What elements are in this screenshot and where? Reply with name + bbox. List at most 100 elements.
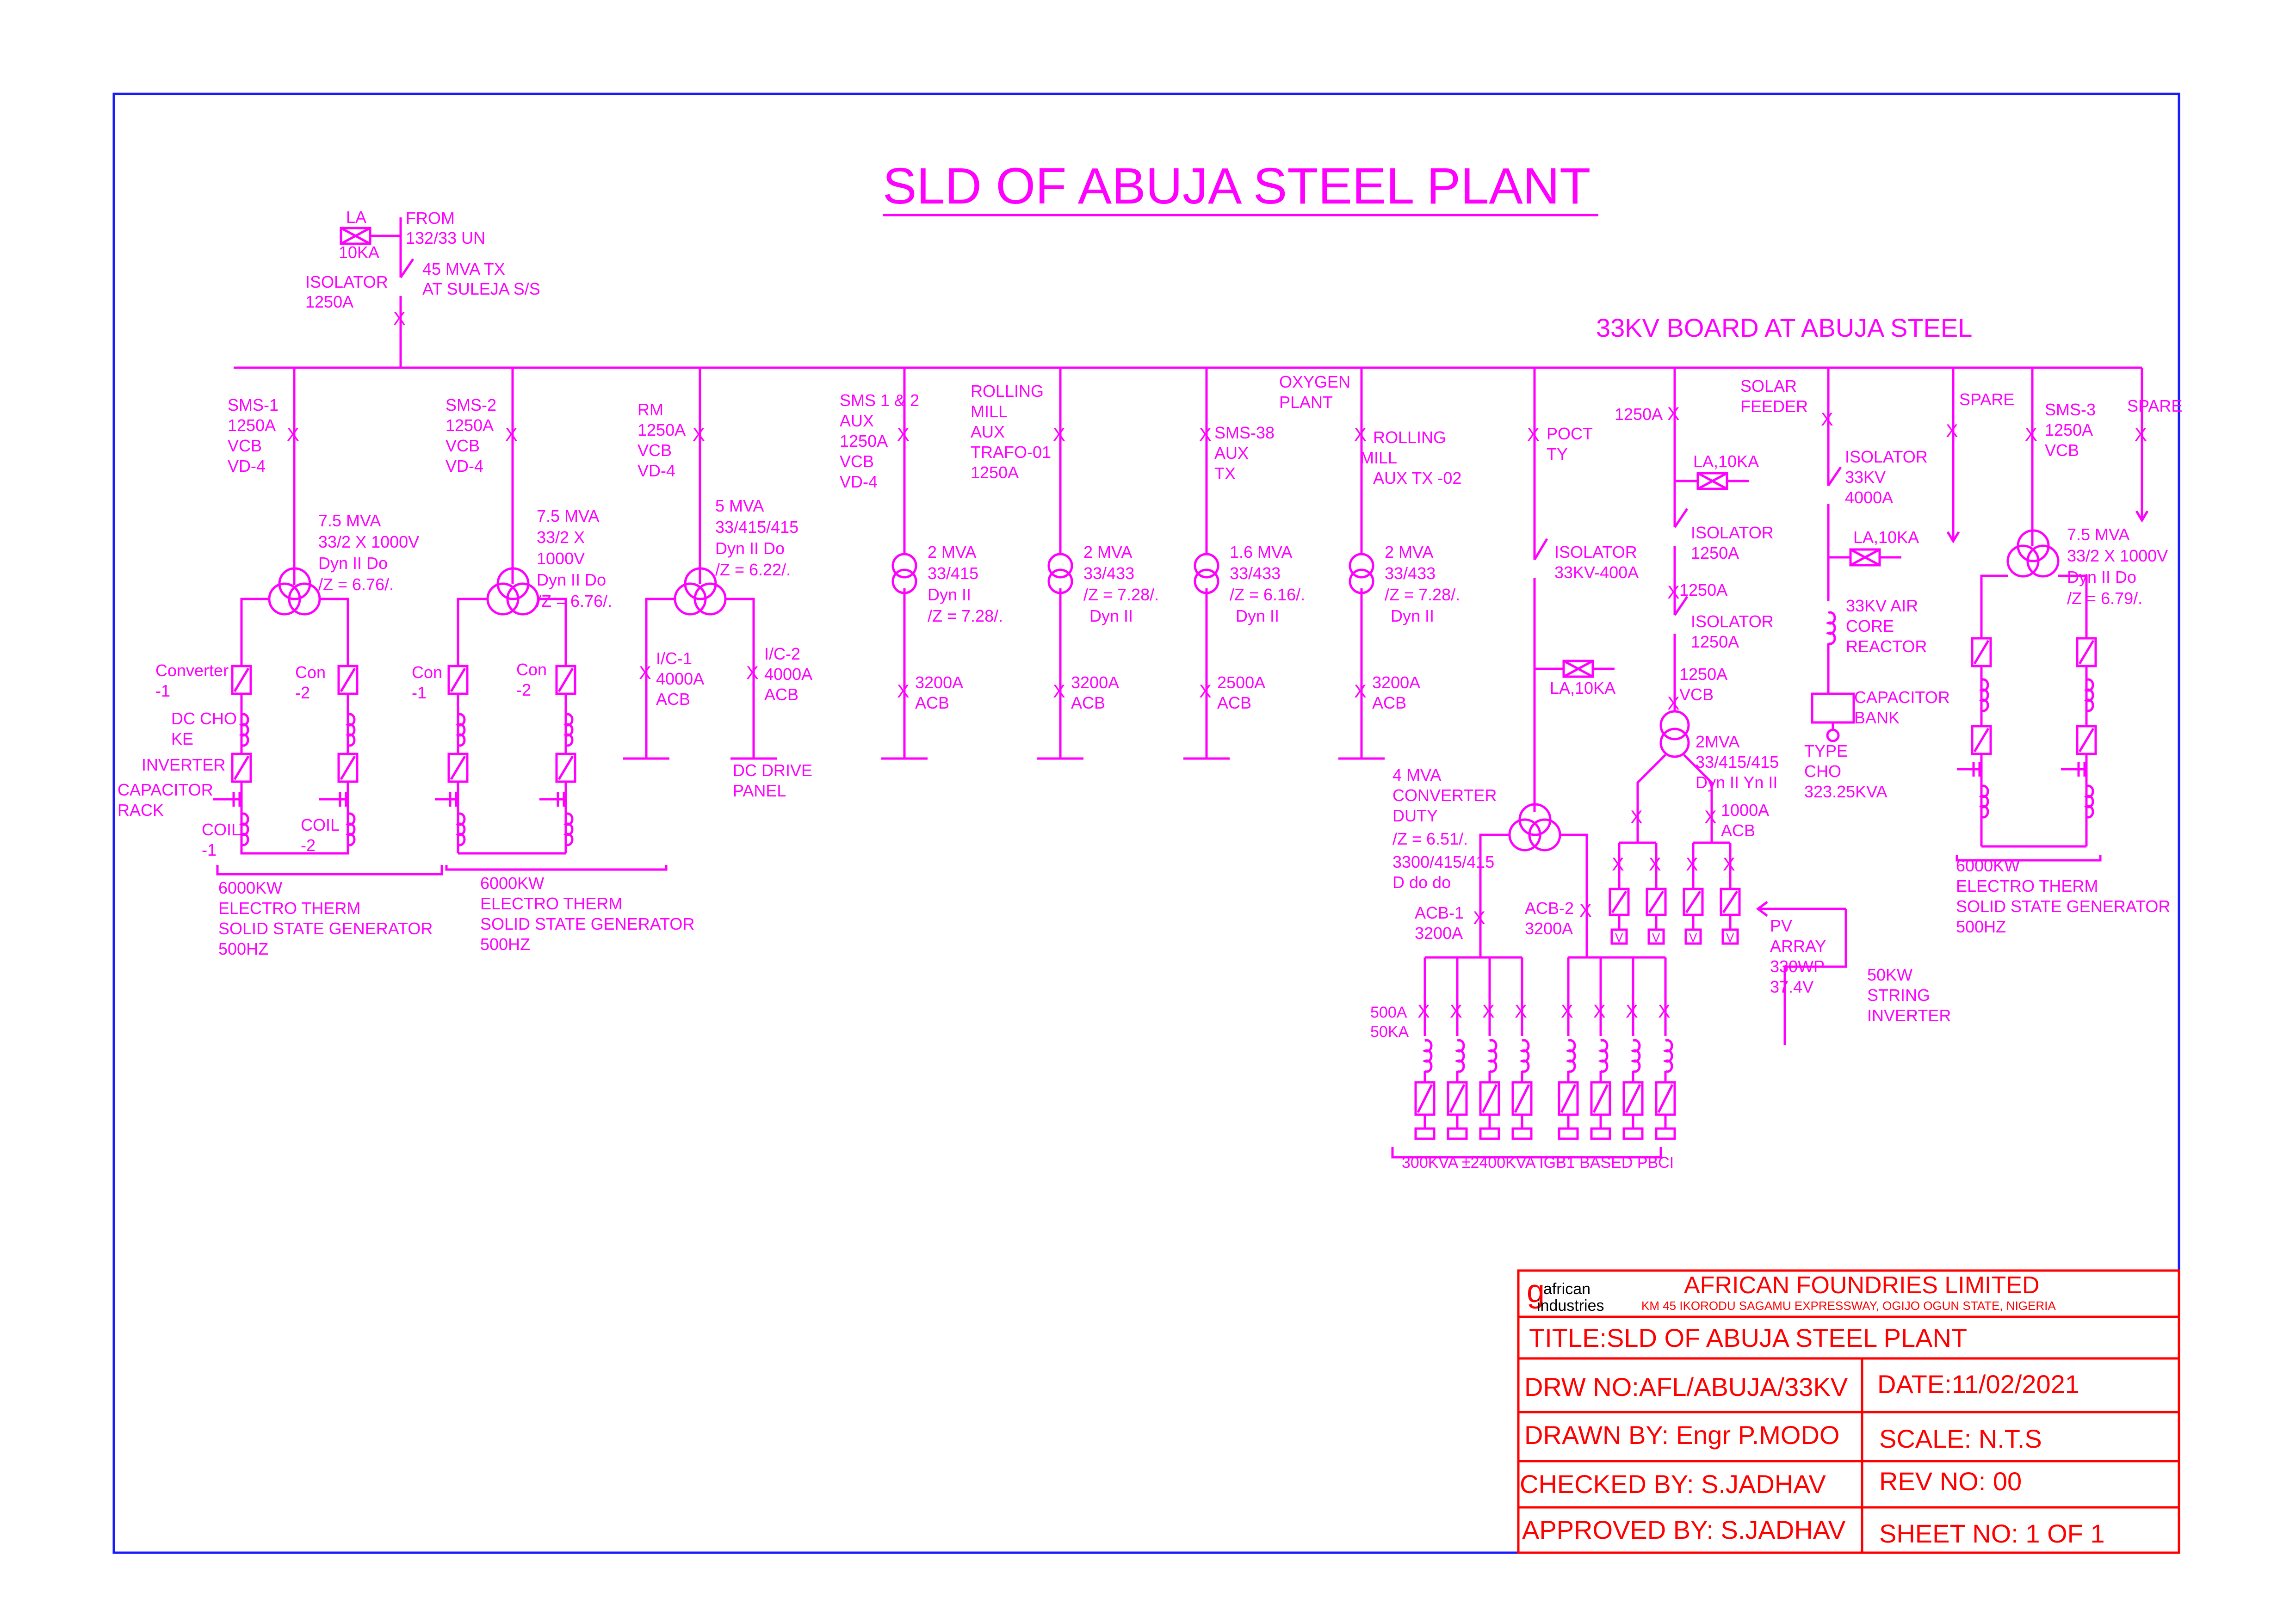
feeder-breaker: X bbox=[2135, 425, 2147, 445]
feeder-breaker: X bbox=[1473, 908, 1485, 928]
feeder-breaker: X bbox=[1354, 681, 1367, 702]
branch-load bbox=[1622, 1127, 1644, 1140]
branch-load bbox=[1414, 1127, 1436, 1140]
sms2-con2: Con-2 bbox=[516, 660, 547, 699]
sms1-converter1: Converter-1 bbox=[155, 661, 229, 700]
feeder-breaker: X bbox=[693, 425, 705, 445]
branch-breaker: X bbox=[1417, 1001, 1430, 1022]
feeder-breaker: X bbox=[287, 425, 299, 445]
drawing-scale: SCALE: N.T.S bbox=[1879, 1424, 2042, 1453]
branch-breaker: X bbox=[1626, 1001, 1638, 1022]
feeder-breaker: X bbox=[505, 425, 518, 445]
solar-branch-breaker: X bbox=[1686, 854, 1698, 875]
branch-breaker: X bbox=[1561, 1001, 1573, 1022]
branch-reactor bbox=[1519, 1039, 1530, 1073]
branch-reactor bbox=[1422, 1039, 1433, 1073]
drawing-title-field: TITLE:SLD OF ABUJA STEEL PLANT bbox=[1529, 1323, 1967, 1352]
title-block: g african industries AFRICAN FOUNDRIES L… bbox=[1517, 1269, 2180, 1554]
sheet-number: SHEET NO: 1 OF 1 bbox=[1879, 1519, 2105, 1548]
solar-inverter-slash bbox=[1648, 890, 1665, 913]
branch-breaker: X bbox=[1450, 1001, 1462, 1022]
feeder-spare-1: X SPARE bbox=[1946, 368, 2014, 543]
branch-breaker: X bbox=[1658, 1001, 1671, 1022]
solar-inverter-slash bbox=[1722, 890, 1739, 913]
solar-meter-label: V bbox=[1689, 931, 1697, 944]
solar-meter-label: V bbox=[1652, 931, 1660, 944]
solar-inverter-slash bbox=[1685, 890, 1702, 913]
incomer-breaker: X bbox=[393, 309, 406, 329]
solar-meter bbox=[1610, 928, 1628, 945]
solar-meter bbox=[1684, 928, 1702, 945]
solar-meter bbox=[1647, 928, 1665, 945]
feeder-breaker: X bbox=[897, 425, 910, 445]
branch-load bbox=[1558, 1127, 1579, 1140]
feeder-breaker: X bbox=[1199, 425, 1212, 445]
feeder-breaker: X bbox=[1667, 582, 1680, 603]
logo-g: g bbox=[1527, 1273, 1545, 1309]
branch-breaker: X bbox=[1593, 1001, 1606, 1022]
feeder-breaker: X bbox=[1579, 901, 1592, 921]
feeder-breaker: X bbox=[1704, 807, 1717, 827]
company-address: KM 45 IKORODU SAGAMU EXPRESSWAY, OGIJO O… bbox=[1641, 1299, 2056, 1313]
feeder-breaker: X bbox=[1354, 425, 1367, 445]
branch-converter-slash bbox=[1560, 1084, 1577, 1113]
branch-reactor bbox=[1630, 1039, 1641, 1073]
solar-inverter-slash bbox=[1611, 890, 1628, 913]
feeder-spare-2: X SPARE bbox=[2127, 368, 2182, 523]
solar-meter bbox=[1721, 928, 1739, 945]
solar-branch-breaker: X bbox=[1612, 854, 1624, 875]
branch-load bbox=[1479, 1127, 1500, 1140]
branch-reactor bbox=[1454, 1039, 1465, 1073]
drawing-number: DRW NO:AFL/ABUJA/33KV bbox=[1524, 1372, 1848, 1401]
branch-reactor bbox=[1663, 1039, 1673, 1073]
sms1-coil2: COIL-2 bbox=[301, 815, 340, 855]
feeder-breaker: X bbox=[1821, 409, 1833, 430]
solar-top-rating: 1250A bbox=[1615, 405, 1663, 424]
poct-la: LA,10KA bbox=[1550, 679, 1615, 697]
feeder-breaker: X bbox=[1946, 421, 1958, 441]
solar-la: LA,10KA bbox=[1693, 452, 1759, 471]
branch-breaker: X bbox=[1482, 1001, 1495, 1022]
spare-1-label: SPARE bbox=[1959, 390, 2014, 409]
